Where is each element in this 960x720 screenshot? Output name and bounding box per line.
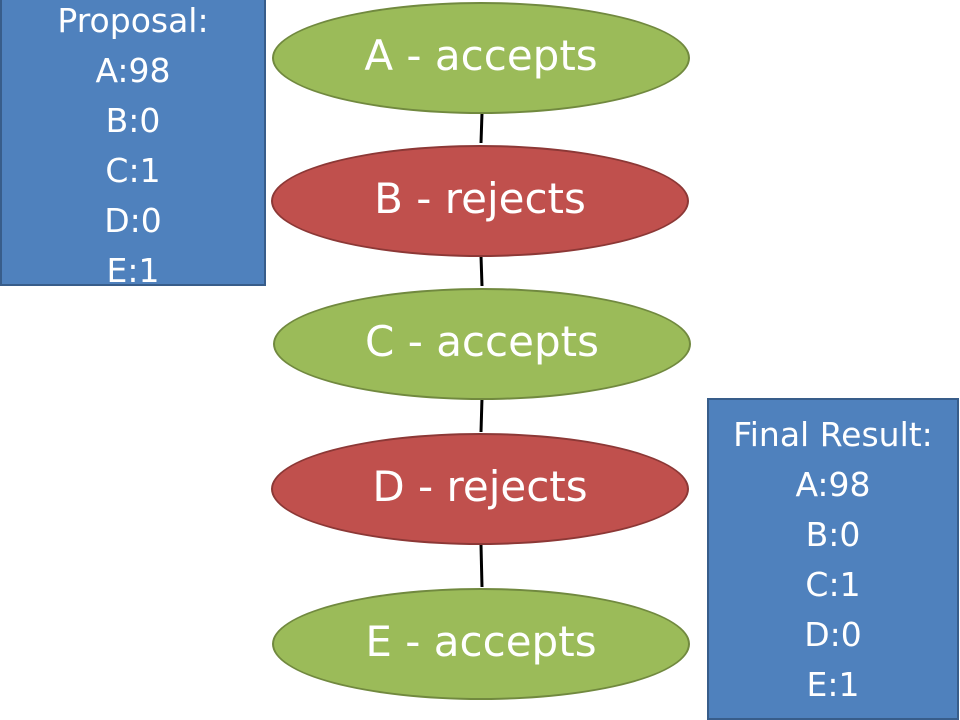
proposal-item-a: A:98 bbox=[95, 51, 171, 90]
connector-line-a-b bbox=[479, 112, 484, 144]
connector-line-d-e bbox=[479, 544, 484, 588]
node-e-label: E - accepts bbox=[365, 616, 597, 666]
node-c-accepts: C - accepts bbox=[273, 288, 691, 400]
final-result-box: Final Result: A:98 B:0 C:1 D:0 E:1 bbox=[707, 398, 959, 720]
node-d-label: D - rejects bbox=[372, 461, 588, 511]
proposal-item-e: E:1 bbox=[106, 251, 160, 286]
result-title: Final Result: bbox=[733, 415, 933, 454]
result-item-b: B:0 bbox=[805, 515, 861, 554]
result-item-e: E:1 bbox=[806, 665, 860, 704]
connector-line-b-c bbox=[479, 255, 484, 287]
result-item-c: C:1 bbox=[805, 565, 861, 604]
proposal-item-c: C:1 bbox=[105, 151, 161, 190]
node-b-rejects: B - rejects bbox=[271, 145, 689, 257]
result-item-d: D:0 bbox=[804, 615, 862, 654]
connector-line-c-d bbox=[479, 397, 484, 433]
proposal-title: Proposal: bbox=[57, 1, 209, 40]
node-a-label: A - accepts bbox=[364, 30, 598, 80]
node-d-rejects: D - rejects bbox=[271, 433, 689, 545]
result-item-a: A:98 bbox=[795, 465, 871, 504]
proposal-box: Proposal: A:98 B:0 C:1 D:0 E:1 bbox=[0, 0, 266, 286]
node-b-label: B - rejects bbox=[374, 173, 586, 223]
proposal-item-d: D:0 bbox=[104, 201, 162, 240]
proposal-item-b: B:0 bbox=[105, 101, 161, 140]
node-a-accepts: A - accepts bbox=[272, 2, 690, 114]
node-c-label: C - accepts bbox=[365, 316, 599, 366]
node-e-accepts: E - accepts bbox=[272, 588, 690, 700]
